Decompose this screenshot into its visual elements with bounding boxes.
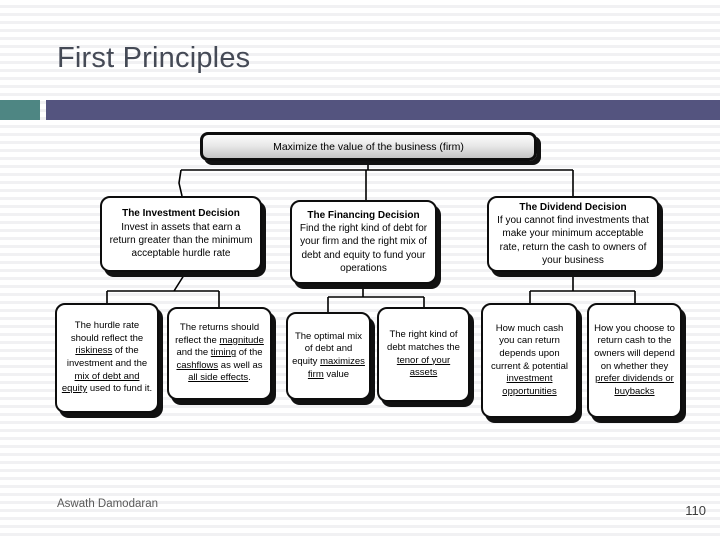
page-number: 110 (685, 503, 706, 518)
node-returns: The returns should reflect the magnitude… (167, 307, 272, 400)
node-right-kind-of-debt: The right kind of debt matches the tenor… (377, 307, 470, 402)
node-body: The optimal mix of debt and equity maxim… (292, 330, 365, 380)
accent-bar-purple (46, 100, 720, 120)
node-hurdle-rate: The hurdle rate should reflect the riski… (55, 303, 159, 413)
node-body: Maximize the value of the business (firm… (273, 140, 464, 153)
footer-author: Aswath Damodaran (57, 498, 158, 510)
node-optimal-mix: The optimal mix of debt and equity maxim… (286, 312, 371, 400)
page-title: First Principles (57, 42, 251, 74)
node-body: The returns should reflect the magnitude… (175, 322, 264, 384)
node-dividend-decision: The Dividend Decision If you cannot find… (487, 196, 659, 272)
node-financing-decision: The Financing Decision Find the right ki… (290, 200, 437, 284)
node-title: The Dividend Decision (519, 201, 627, 213)
node-how-much-cash: How much cash you can return depends upo… (481, 303, 578, 418)
accent-bar-teal (0, 100, 40, 120)
node-body: The hurdle rate should reflect the riski… (61, 320, 153, 395)
node-how-to-return-cash: How you choose to return cash to the own… (587, 303, 682, 418)
node-title: The Investment Decision (122, 208, 240, 220)
node-maximize-value: Maximize the value of the business (firm… (200, 132, 537, 161)
node-body: The right kind of debt matches the tenor… (387, 329, 460, 379)
node-body: Invest in assets that earn a return grea… (109, 221, 253, 260)
node-investment-decision: The Investment Decision Invest in assets… (100, 196, 262, 272)
node-title: The Financing Decision (307, 209, 420, 221)
node-body: If you cannot find investments that make… (497, 215, 649, 266)
node-body: Find the right kind of debt for your fir… (299, 223, 428, 274)
node-body: How much cash you can return depends upo… (490, 322, 569, 397)
node-body: How you choose to return cash to the own… (594, 322, 675, 397)
